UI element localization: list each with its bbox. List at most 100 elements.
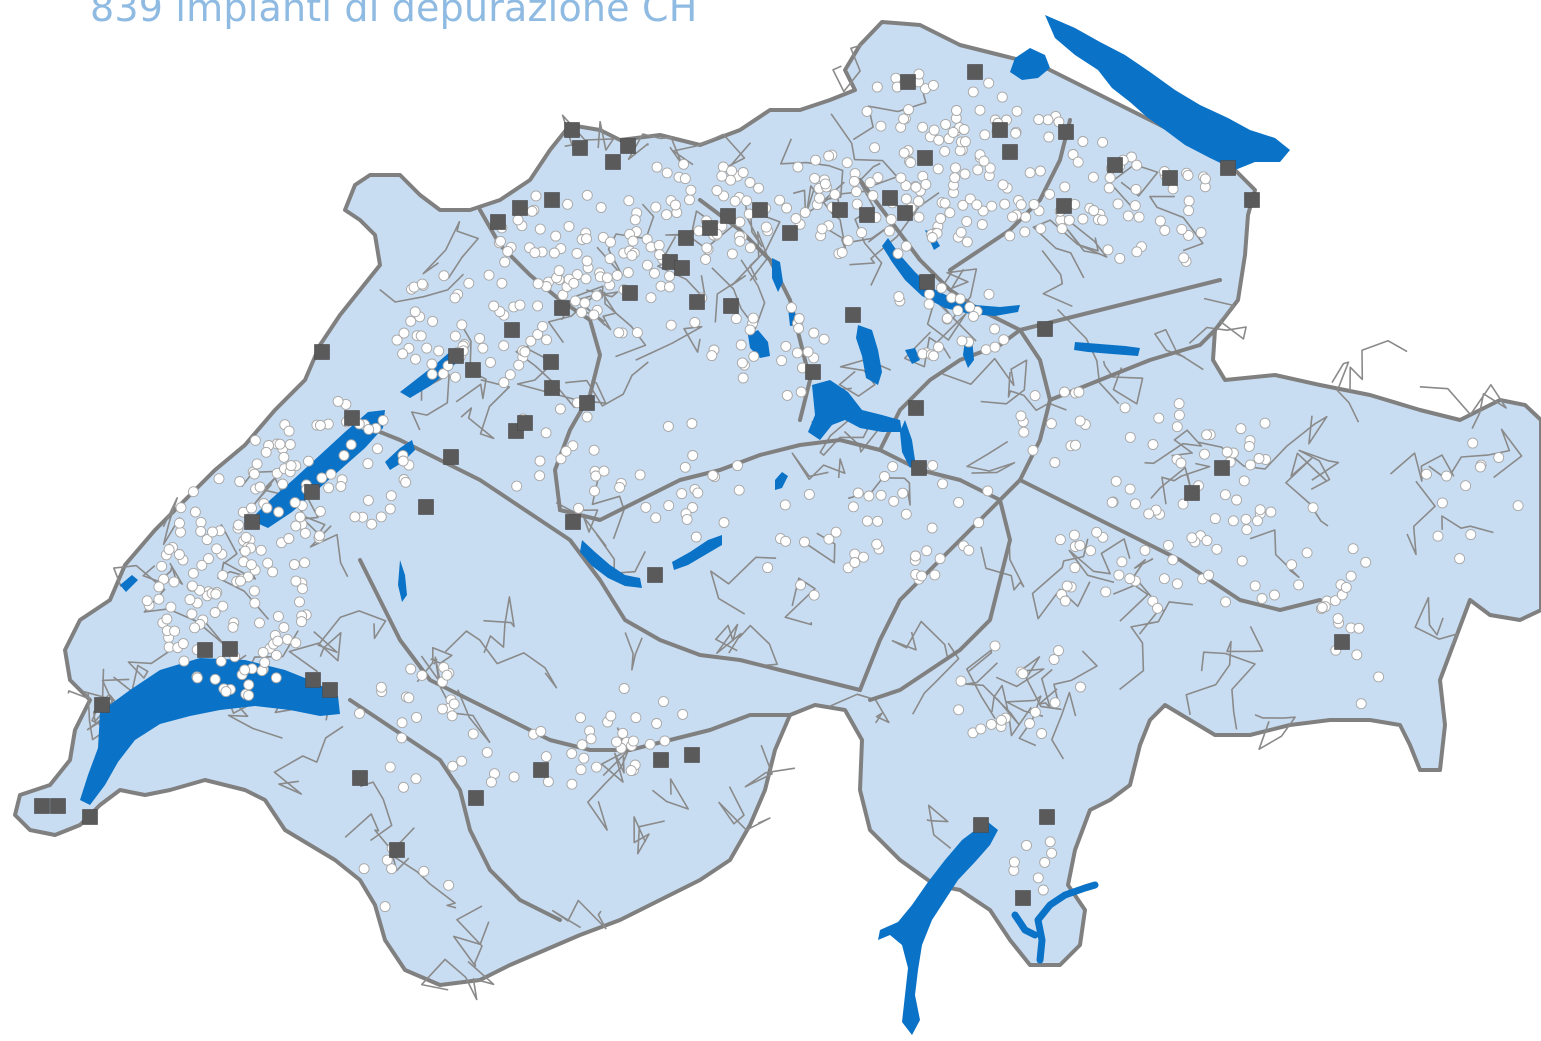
- plant-marker-small: [541, 334, 553, 346]
- plant-marker-small: [534, 223, 546, 235]
- plant-marker-large: [647, 567, 663, 583]
- plant-marker-small: [323, 482, 335, 494]
- plant-marker-large: [908, 400, 924, 416]
- plant-marker-small: [898, 113, 910, 125]
- plant-marker-small: [1177, 498, 1189, 510]
- plant-marker-small: [397, 455, 409, 467]
- plant-marker-large: [50, 798, 66, 814]
- plant-marker-large: [967, 64, 983, 80]
- plant-marker-small: [953, 704, 965, 716]
- plant-marker-small: [411, 711, 422, 723]
- plant-marker-small: [349, 511, 361, 523]
- plant-marker-small: [449, 292, 461, 304]
- plant-marker-small: [290, 637, 302, 649]
- district-border: [1254, 714, 1296, 750]
- plant-marker-large: [973, 817, 989, 833]
- plant-marker-small: [508, 771, 520, 783]
- plant-marker-small: [1067, 149, 1079, 160]
- district-border: [1032, 219, 1108, 279]
- plant-marker-small: [1059, 595, 1071, 607]
- plant-marker-small: [534, 455, 546, 467]
- district-border: [738, 624, 778, 667]
- district-border: [1119, 557, 1154, 622]
- district-border: [966, 440, 1016, 474]
- district-border: [313, 610, 387, 653]
- district-border: [1154, 328, 1204, 371]
- district-border: [1200, 651, 1256, 730]
- district-border: [1144, 429, 1203, 465]
- plant-marker-small: [184, 594, 196, 606]
- plant-marker-small: [210, 588, 222, 600]
- plant-marker-large: [468, 790, 484, 806]
- district-border: [113, 645, 177, 693]
- plant-marker-small: [426, 368, 438, 380]
- district-border: [821, 224, 892, 244]
- plant-marker-small: [867, 190, 879, 201]
- plant-marker-small: [1021, 839, 1032, 851]
- plant-marker-large: [1107, 157, 1123, 173]
- plant-marker-small: [405, 663, 417, 675]
- plant-marker-small: [270, 649, 282, 661]
- plant-marker-small: [780, 340, 792, 352]
- plant-marker-small: [706, 350, 718, 362]
- plant-marker-small: [1259, 417, 1271, 429]
- country-shape: [13, 20, 1541, 987]
- plant-marker-small: [1147, 439, 1159, 450]
- plant-marker-small: [571, 247, 583, 259]
- plant-marker-small: [626, 249, 638, 261]
- plant-marker-small: [1072, 156, 1084, 168]
- plant-marker-small: [735, 339, 747, 351]
- plant-marker-small: [257, 646, 269, 658]
- plant-marker-small: [1037, 884, 1049, 896]
- plant-marker-small: [734, 216, 746, 228]
- plant-marker-small: [936, 282, 947, 294]
- plant-marker-small: [808, 589, 820, 601]
- district-border: [1102, 360, 1144, 405]
- plant-marker-small: [781, 202, 793, 214]
- plant-marker-small: [474, 332, 486, 344]
- plant-marker-small: [209, 607, 221, 618]
- plant-marker-small: [995, 714, 1007, 726]
- plant-marker-small: [1307, 502, 1319, 514]
- plant-marker-small: [260, 446, 272, 458]
- plant-marker-small: [502, 245, 514, 257]
- plant-marker-small: [1077, 136, 1089, 147]
- plant-marker-small: [573, 502, 584, 514]
- plant-marker-large: [554, 300, 570, 316]
- plant-marker-small: [733, 484, 745, 496]
- plant-marker-small: [933, 341, 944, 353]
- plant-marker-small: [670, 199, 681, 211]
- plant-marker-large: [533, 762, 549, 778]
- plant-marker-small: [861, 515, 873, 527]
- plant-marker-small: [175, 526, 186, 538]
- plant-marker-small: [1209, 513, 1221, 525]
- plant-marker-small: [1122, 210, 1134, 222]
- plant-marker-small: [650, 201, 662, 213]
- plant-marker-small: [243, 689, 255, 701]
- plant-marker-small: [1221, 446, 1233, 458]
- plant-marker-small: [808, 327, 820, 339]
- district-border: [942, 357, 1028, 405]
- plant-marker-small: [581, 233, 592, 245]
- plant-marker-small: [217, 600, 229, 612]
- plant-marker-small: [186, 580, 198, 592]
- plant-marker-small: [944, 207, 956, 219]
- plant-marker-small: [416, 669, 428, 681]
- plant-marker-small: [989, 640, 1001, 652]
- plant-marker-small: [416, 278, 428, 290]
- lake-aegeri: [905, 348, 920, 364]
- plant-marker-small: [504, 369, 516, 381]
- lake-thun: [580, 540, 642, 588]
- plant-marker-small: [737, 372, 749, 384]
- plant-marker-small: [1069, 562, 1081, 574]
- district-border: [142, 562, 184, 585]
- plant-marker-small: [163, 544, 175, 555]
- plant-marker-small: [1110, 475, 1122, 487]
- plant-marker-small: [410, 773, 422, 785]
- district-border: [344, 813, 415, 852]
- district-border: [1349, 339, 1408, 392]
- plant-marker-small: [272, 610, 284, 622]
- plant-marker-small: [283, 425, 295, 437]
- plant-marker-small: [463, 277, 475, 289]
- plant-marker-small: [396, 732, 408, 744]
